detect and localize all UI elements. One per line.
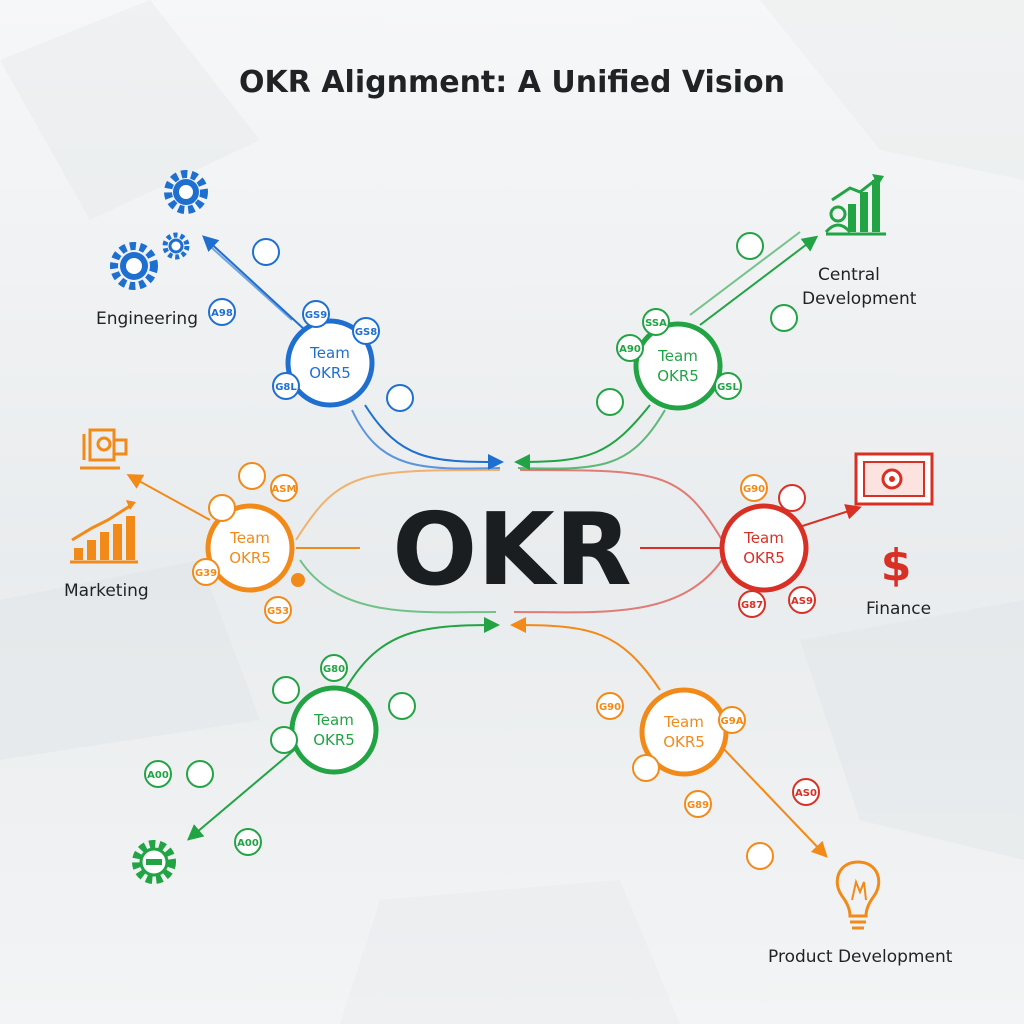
arrow-to-engineering (202, 235, 306, 331)
badge-marketing-icon-b (208, 494, 236, 522)
badge-central-3: GSL (717, 382, 739, 393)
dollar-icon: $ (881, 540, 912, 591)
label-product-development: Product Development (768, 947, 953, 967)
outward-arrows (126, 231, 862, 858)
badges-bottom-left: G80 A00 A00 (144, 654, 416, 856)
svg-text:$: $ (881, 540, 912, 591)
arrow-to-bottom-left (186, 744, 301, 841)
badge-engineering-3: GS8 (355, 327, 377, 338)
hub-marketing: Team OKR5 (205, 503, 295, 593)
hub-product-line2: OKR5 (663, 733, 705, 751)
arrow-to-product (719, 744, 828, 858)
badge-engineering-2: GS9 (305, 310, 327, 321)
connector-finance-2 (519, 469, 723, 541)
connector-central-2 (517, 409, 666, 470)
gears-icon (110, 170, 208, 290)
badge-bottom-left-icon-d (186, 760, 214, 788)
badge-engineering-icon-b (386, 384, 414, 412)
badge-marketing-2: G39 (195, 568, 217, 579)
badge-finance-icon-a (778, 484, 806, 512)
badges-engineering: A98 GS9 GS8 G8L (208, 238, 414, 412)
arrow-to-engineering-2 (211, 247, 293, 321)
connector-central-1 (514, 404, 651, 470)
connector-bottom-left-1 (344, 617, 500, 691)
label-engineering: Engineering (96, 309, 198, 329)
hub-engineering: Team OKR5 (285, 318, 375, 408)
badge-bottom-left-icon-b (388, 692, 416, 720)
badge-marketing-1: ASM (272, 484, 297, 495)
label-marketing: Marketing (64, 581, 149, 601)
diagram-title: OKR Alignment: A Unified Vision (239, 65, 785, 100)
badge-product-3: G89 (687, 800, 709, 811)
badge-central-icon-b (770, 304, 798, 332)
connector-product-2 (513, 559, 723, 614)
connector-marketing-2 (295, 469, 501, 541)
connector-product-1 (510, 617, 661, 691)
connectors (295, 404, 723, 691)
hub-marketing-line2: OKR5 (229, 549, 271, 567)
hub-finance-line1: Team (743, 529, 784, 547)
badge-marketing-icon-a (238, 462, 266, 490)
lightbulb-icon (835, 860, 881, 930)
badge-product-icon-a (632, 754, 660, 782)
badges-product: G9A G90 G89 AS0 (596, 692, 820, 870)
badge-central-2: A90 (619, 344, 641, 355)
label-central-line2: Development (802, 289, 917, 309)
hub-central-line1: Team (657, 347, 698, 365)
arrow-to-marketing (126, 474, 211, 521)
hub-finance: Team OKR5 (719, 503, 809, 593)
badge-product-2: G90 (599, 702, 621, 713)
badge-engineering-icon-a (252, 238, 280, 266)
badges-central: SSA A90 GSL (596, 232, 798, 416)
badges-marketing: ASM G39 G53 (192, 462, 305, 624)
hub-engineering-line1: Team (309, 344, 350, 362)
screen-alert-icon (854, 452, 934, 506)
hub-product: Team OKR5 (639, 687, 729, 777)
badge-bottom-left-1: G80 (323, 664, 345, 675)
badge-marketing-dot (291, 573, 305, 587)
badge-finance-1: G90 (743, 484, 765, 495)
hub-central: Team OKR5 (633, 321, 723, 411)
badge-central-1: SSA (645, 318, 667, 329)
center-okr-label: OKR (392, 491, 632, 608)
badge-product-1: G9A (721, 716, 744, 727)
badge-marketing-3: G53 (267, 606, 289, 617)
connector-engineering-1 (364, 404, 504, 470)
hub-bottom-left: Team OKR5 (289, 685, 379, 775)
badge-bottom-left-icon-c (270, 726, 298, 754)
badge-engineering-4: G8L (275, 382, 297, 393)
badge-product-icon-b (746, 842, 774, 870)
connector-engineering-2 (351, 409, 501, 470)
badges-finance: G90 AS9 G87 (738, 474, 816, 618)
badge-finance-2: AS9 (791, 596, 813, 607)
hub-central-line2: OKR5 (657, 367, 699, 385)
presenter-icon (80, 428, 128, 470)
gear-icon (132, 840, 176, 884)
badge-bottom-left-2: A00 (147, 770, 169, 781)
hub-marketing-line1: Team (229, 529, 270, 547)
label-central-line1: Central (818, 265, 880, 285)
growth-chart-icon (824, 174, 886, 236)
hub-bottom-left-line2: OKR5 (313, 731, 355, 749)
hub-engineering-line2: OKR5 (309, 364, 351, 382)
badge-engineering-1: A98 (211, 308, 233, 319)
badge-bottom-left-3: A00 (237, 838, 259, 849)
bar-chart-icon (70, 500, 138, 564)
badge-central-icon-a (736, 232, 764, 260)
arrow-to-central (699, 235, 819, 326)
arrow-to-central-2 (689, 231, 801, 316)
badge-finance-3: G87 (741, 600, 763, 611)
badge-central-icon-c (596, 388, 624, 416)
hub-finance-line2: OKR5 (743, 549, 785, 567)
hub-product-line1: Team (663, 713, 704, 731)
label-finance: Finance (866, 599, 931, 619)
badge-product-4: AS0 (795, 788, 817, 799)
badge-bottom-left-icon-a (272, 676, 300, 704)
hub-bottom-left-line1: Team (313, 711, 354, 729)
connector-bottom-left-2 (299, 559, 497, 614)
